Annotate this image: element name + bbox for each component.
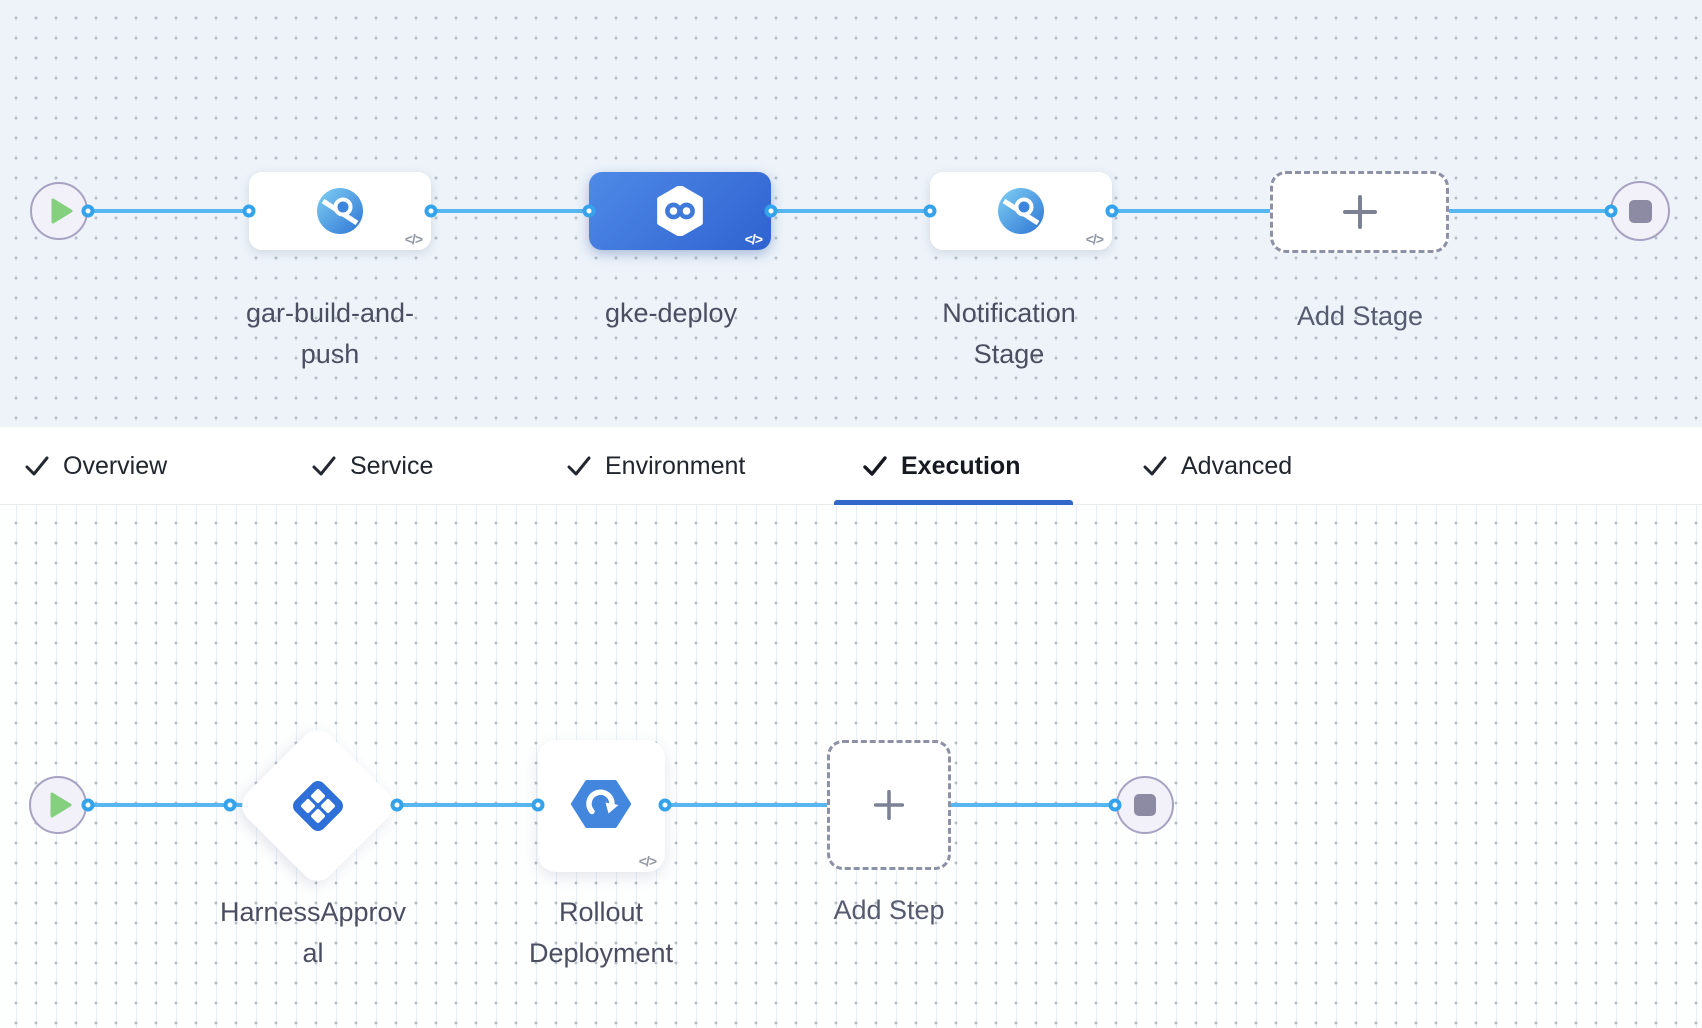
tab-advanced[interactable]: Advanced — [1143, 427, 1292, 505]
connector-port[interactable] — [242, 204, 256, 218]
connector-port[interactable] — [764, 204, 778, 218]
add-stage-button[interactable] — [1270, 171, 1449, 253]
toggle-yaml-icon[interactable]: </> — [744, 231, 763, 247]
plus-icon — [873, 789, 905, 821]
plus-icon — [1342, 195, 1377, 229]
tab-label: Execution — [901, 451, 1021, 480]
check-icon — [25, 456, 49, 476]
ci-build-icon — [998, 188, 1044, 234]
tab-label: Advanced — [1181, 451, 1293, 480]
play-icon — [51, 198, 72, 224]
stage-edge-line — [88, 209, 1640, 213]
stop-icon — [1134, 794, 1156, 816]
check-icon — [863, 456, 887, 476]
tab-execution[interactable]: Execution — [863, 427, 1020, 505]
connector-port[interactable] — [81, 204, 95, 218]
connector-port[interactable] — [424, 204, 438, 218]
rollout-deployment-icon — [571, 780, 631, 828]
stage-node-gke-deploy[interactable]: </> — [589, 172, 771, 250]
tab-service[interactable]: Service — [312, 427, 433, 505]
pipeline-end-node[interactable] — [1610, 181, 1670, 241]
harness-approval-icon — [293, 781, 343, 831]
stop-icon — [1628, 199, 1652, 223]
play-icon — [50, 792, 71, 818]
check-icon — [312, 456, 336, 476]
cd-deploy-icon — [657, 186, 703, 236]
step-label: Rollout Deployment — [528, 897, 674, 968]
stage-node-notification-stage[interactable]: </> — [930, 172, 1112, 250]
add-step-label: Add Step — [833, 895, 945, 925]
pipeline-start-node[interactable] — [30, 182, 88, 240]
tab-label: Environment — [605, 451, 746, 480]
connector-port[interactable] — [531, 798, 545, 812]
connector-port[interactable] — [923, 204, 937, 218]
stage-graph-canvas[interactable]: </> gar-build-and-push </> gke-deploy — [0, 0, 1702, 427]
ci-build-icon — [317, 188, 363, 234]
active-tab-underline — [834, 500, 1073, 505]
connector-port[interactable] — [1105, 204, 1119, 218]
connector-port[interactable] — [223, 798, 237, 812]
tab-environment[interactable]: Environment — [567, 427, 745, 505]
check-icon — [1143, 456, 1167, 476]
stage-label: Notification Stage — [942, 298, 1076, 369]
toggle-yaml-icon[interactable]: </> — [404, 231, 423, 247]
connector-port[interactable] — [390, 798, 404, 812]
connector-port[interactable] — [582, 204, 596, 218]
execution-end-node[interactable] — [1116, 776, 1174, 834]
step-label: HarnessApproval — [219, 897, 407, 968]
tab-label: Service — [350, 451, 434, 480]
add-stage-label: Add Stage — [1296, 301, 1424, 331]
toggle-yaml-icon[interactable]: </> — [1085, 231, 1104, 247]
toggle-yaml-icon[interactable]: </> — [638, 853, 657, 869]
execution-graph-canvas[interactable]: HarnessApproval </> Rollout Deployment A… — [0, 505, 1702, 1028]
stage-node-gar-build-and-push[interactable]: </> — [249, 172, 431, 250]
check-icon — [567, 456, 591, 476]
connector-port[interactable] — [1604, 204, 1618, 218]
stage-label: gar-build-and-push — [245, 298, 415, 369]
tab-overview[interactable]: Overview — [25, 427, 167, 505]
connector-port[interactable] — [658, 798, 672, 812]
execution-start-node[interactable] — [29, 776, 87, 834]
add-step-button[interactable] — [827, 740, 951, 870]
connector-port[interactable] — [81, 798, 95, 812]
tab-label: Overview — [63, 451, 168, 480]
step-node-rollout-deployment[interactable]: </> — [538, 740, 665, 872]
stage-config-tabbar: Overview Service Environment Execution A… — [0, 427, 1702, 505]
stage-label: gke-deploy — [604, 298, 738, 328]
connector-port[interactable] — [1108, 798, 1122, 812]
